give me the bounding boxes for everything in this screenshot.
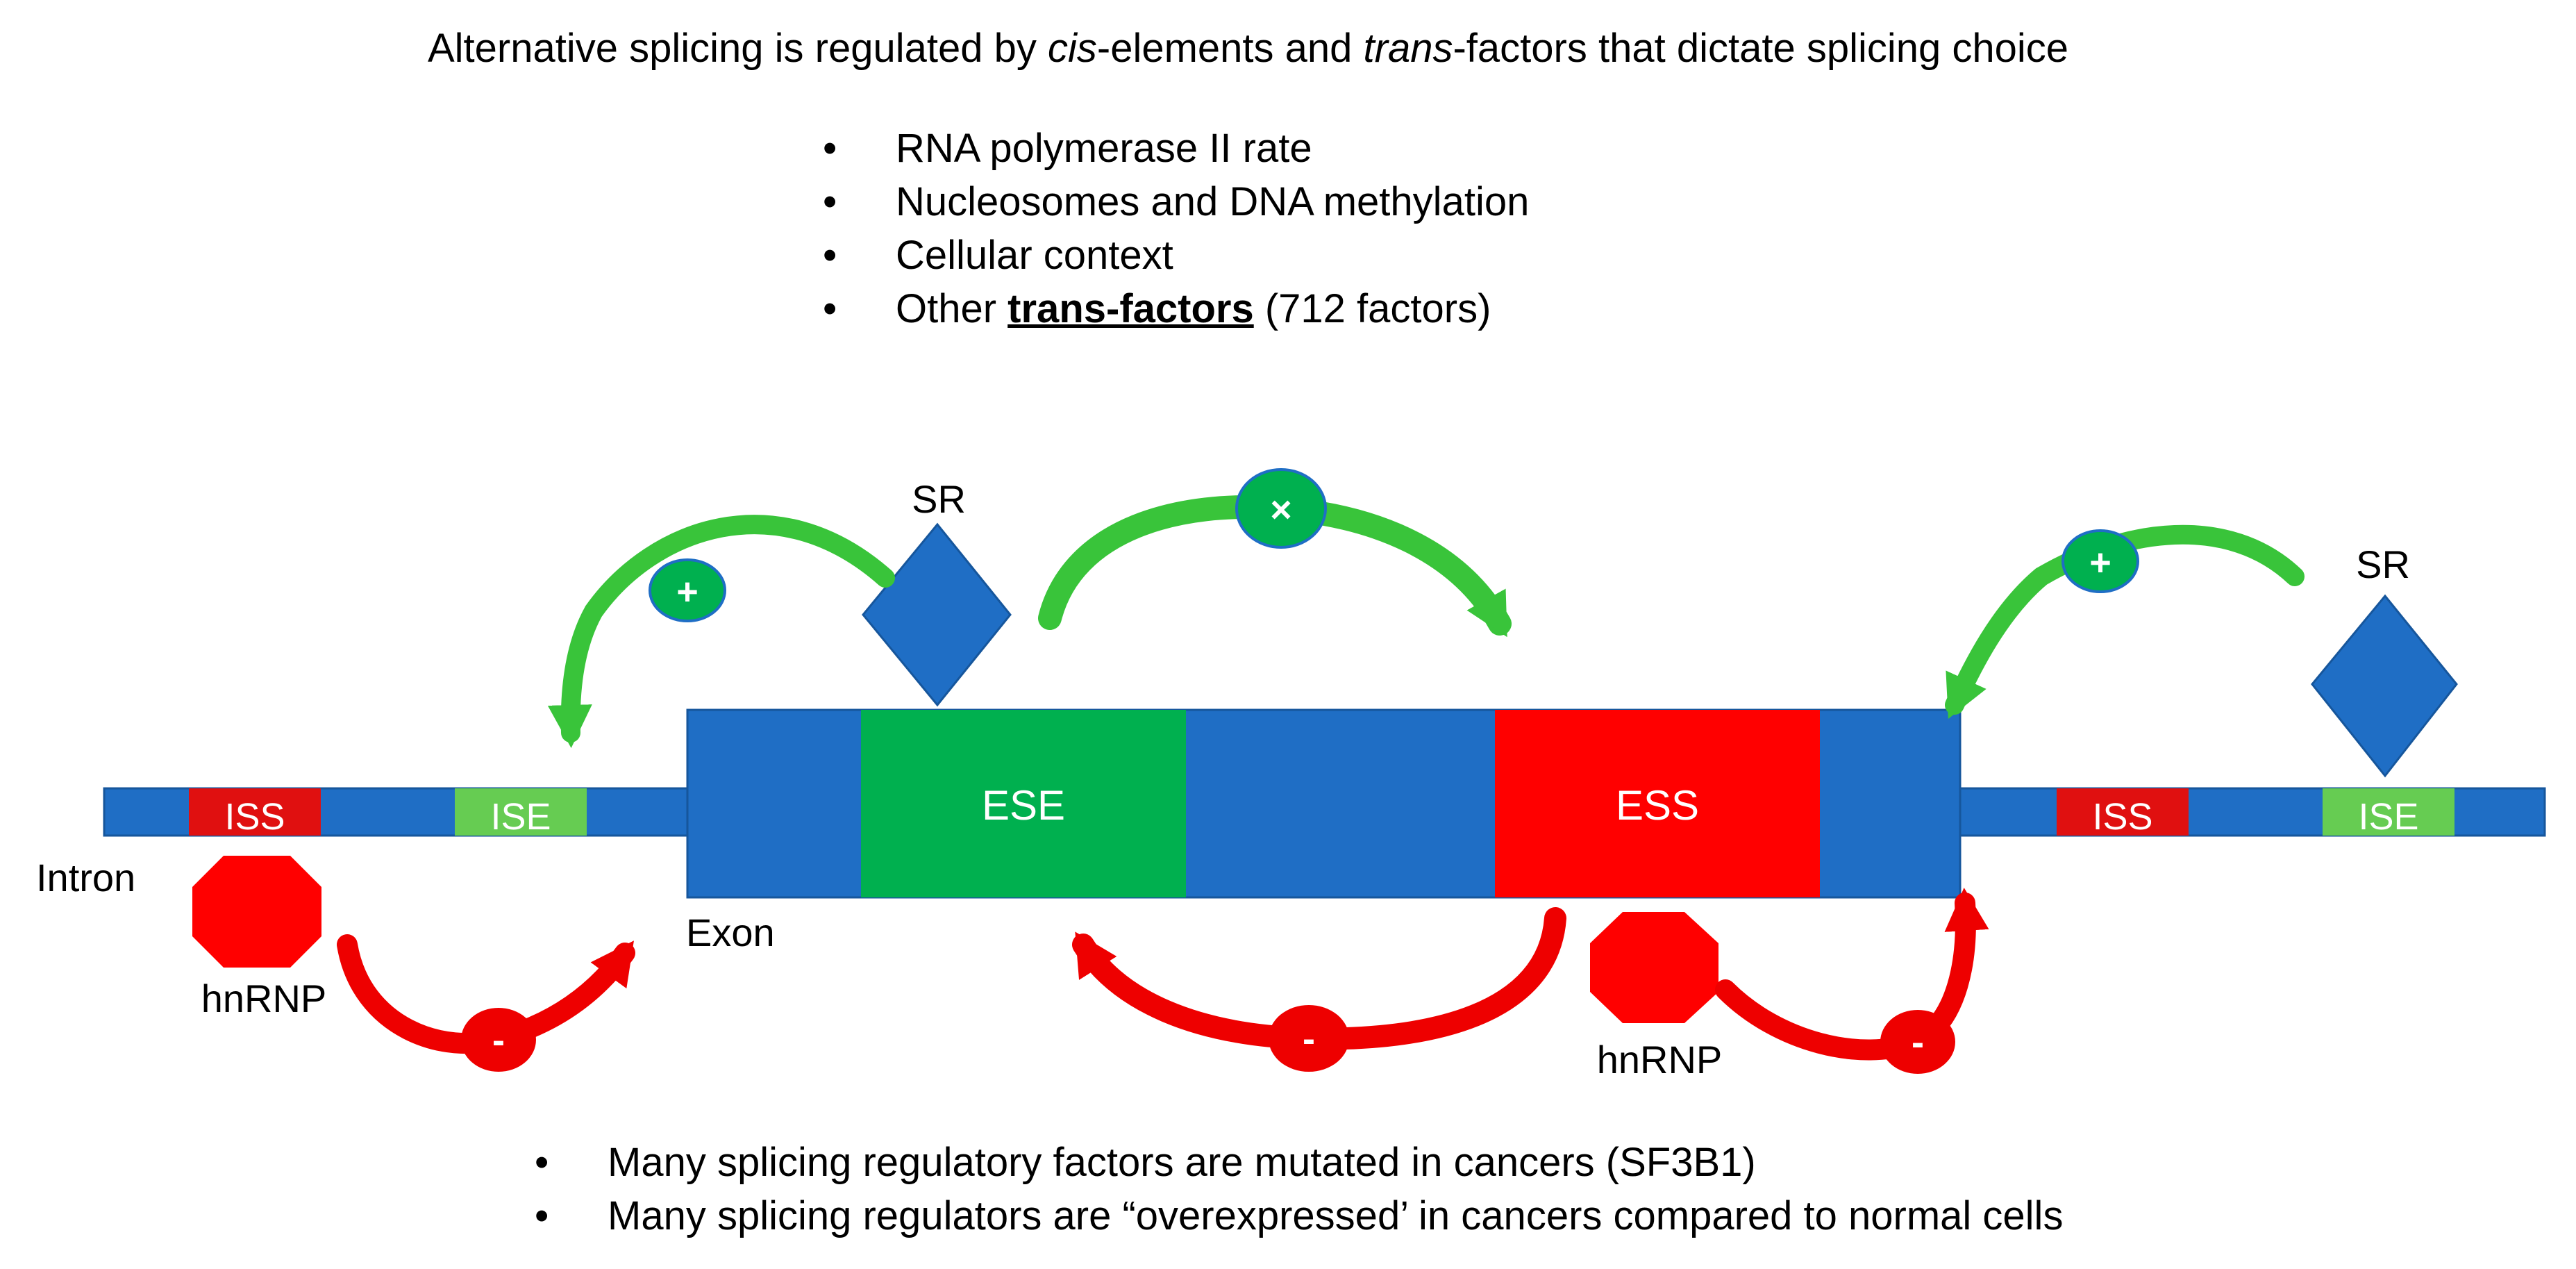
top-bullet-last-post: (712 factors) — [1253, 286, 1491, 331]
ese-box — [861, 710, 1186, 897]
iss-right-label: ISS — [2092, 796, 2152, 838]
ise-right-label: ISE — [2358, 796, 2418, 838]
title-mid: -elements and — [1096, 26, 1364, 71]
iss-left-label: ISS — [224, 796, 285, 838]
ese-label: ESE — [982, 782, 1065, 829]
top-bullet-last-pre: Other — [896, 286, 1008, 331]
title-pre: Alternative splicing is regulated by — [427, 26, 1048, 71]
bottom-bullet-list: • Many splicing regulatory factors are mu… — [535, 1136, 2064, 1243]
bottom-bullet-text: Many splicing regulators are “overexpres… — [608, 1193, 2064, 1238]
minus-badge-left — [461, 1008, 536, 1072]
bullet-dot: • — [823, 179, 837, 224]
top-bullet-item: • Other trans-factors (712 factors) — [823, 282, 1529, 335]
top-bullet-text: RNA polymerase II rate — [896, 126, 1312, 171]
intron-label: Intron — [36, 856, 135, 899]
iss-left-box — [189, 788, 321, 836]
iss-right-box — [2057, 788, 2189, 836]
sr-left-label: SR — [912, 477, 966, 521]
minus-badge-right — [1880, 1010, 1955, 1074]
title-trans: trans — [1363, 26, 1453, 71]
ise-left-label: ISE — [490, 796, 551, 838]
top-bullet-list: • RNA polymerase II rate • Nucleosomes and… — [823, 122, 1530, 335]
bottom-bullet-item: • Many splicing regulators are “overexpre… — [535, 1189, 2064, 1243]
activation-arrow-left — [547, 515, 895, 748]
cross-badge-top — [1235, 468, 1327, 549]
bullet-dot: • — [535, 1193, 549, 1238]
bottom-bullet-item: • Many splicing regulatory factors are mu… — [535, 1136, 2063, 1189]
slide-title: Alternative splicing is regulated by cis… — [0, 25, 2496, 72]
hnrnp-right-label: hnRNP — [1597, 1038, 1723, 1081]
ess-box — [1495, 710, 1820, 897]
top-bullet-item: • Cellular context — [823, 229, 1529, 282]
top-bullet-text: Nucleosomes and DNA methylation — [896, 179, 1530, 224]
hnrnp-protein-right-icon — [1590, 912, 1718, 1023]
hnrnp-protein-left-icon — [192, 856, 321, 968]
minus-sign-right: - — [1912, 1022, 1924, 1063]
cross-sign-top: × — [1270, 489, 1292, 531]
title-cis: cis — [1047, 26, 1097, 71]
bottom-bullet-text: Many splicing regulatory factors are mut… — [608, 1140, 1756, 1185]
minus-sign-center: - — [1303, 1018, 1315, 1060]
sr-right-label: SR — [2356, 542, 2410, 586]
minus-badge-center — [1269, 1005, 1349, 1072]
bullet-dot: • — [823, 286, 837, 331]
bullet-dot: • — [823, 126, 837, 171]
activation-arrow-right — [1945, 524, 2305, 720]
top-bullet-item: • RNA polymerase II rate — [823, 122, 1529, 175]
ise-right-box — [2323, 788, 2454, 836]
title-post: -factors that dictate splicing choice — [1453, 26, 2069, 71]
intron-line-right — [1950, 787, 2546, 837]
minus-sign-left: - — [492, 1020, 505, 1061]
plus-badge-right — [2061, 529, 2139, 593]
bullet-dot: • — [535, 1140, 549, 1185]
plus-sign-left: + — [676, 571, 699, 613]
hnrnp-left-label: hnRNP — [201, 977, 327, 1020]
top-bullet-text: Cellular context — [896, 233, 1173, 278]
plus-sign-right: + — [2089, 542, 2111, 583]
sr-protein-right-icon — [2311, 594, 2458, 778]
exon-label: Exon — [686, 911, 775, 954]
sr-protein-left-icon — [862, 522, 1012, 707]
top-bullet-item: • Nucleosomes and DNA methylation — [823, 175, 1530, 229]
ess-label: ESS — [1616, 782, 1699, 829]
plus-badge-left — [649, 558, 726, 622]
ise-left-box — [455, 788, 587, 836]
bullet-dot: • — [823, 233, 837, 278]
trans-factors-emphasis: trans-factors — [1007, 286, 1254, 331]
